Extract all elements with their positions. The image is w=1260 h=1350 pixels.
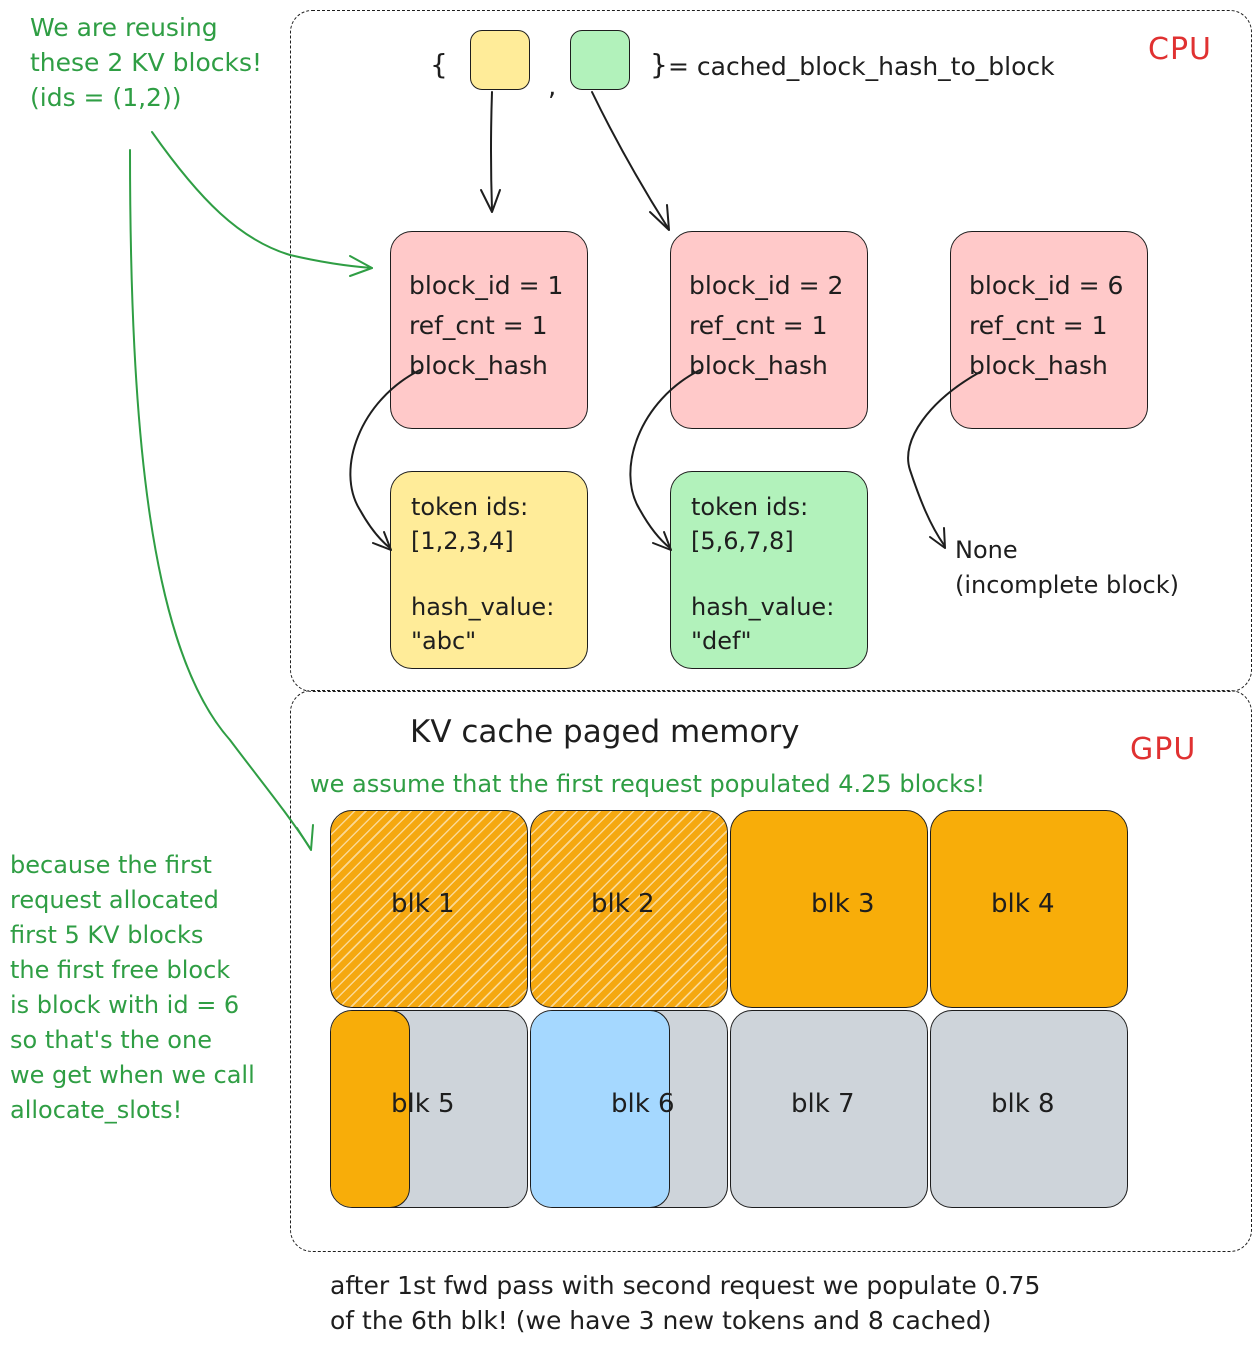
hash-label: hash_value: (691, 593, 835, 621)
reuse-note-line: these 2 KV blocks! (30, 48, 263, 77)
block-fill (331, 1011, 411, 1207)
gpu-region (290, 690, 1252, 1252)
allocation-note-line: is block with id = 6 (10, 991, 240, 1019)
arrow-hash1-to-card (349, 369, 421, 549)
allocation-note-line: allocate_slots! (10, 1096, 183, 1124)
block-id: block_id = 2 (689, 271, 844, 300)
gpu-label: GPU (1130, 732, 1197, 767)
hash-card-abc: token ids: [1,2,3,4] hash_value: "abc" (390, 471, 588, 669)
gpu-block-2: blk 2 (530, 810, 728, 1008)
token-ids: [1,2,3,4] (411, 527, 514, 555)
block-label: blk 2 (591, 889, 655, 919)
token-ids: [5,6,7,8] (691, 527, 794, 555)
gpu-block-4: blk 4 (930, 810, 1128, 1008)
hash-value: "def" (691, 627, 752, 655)
arrow-green-to-block2-head (649, 204, 670, 231)
arrow-reuse-to-gpu-head (296, 824, 314, 851)
allocation-note-line: so that's the one (10, 1026, 212, 1054)
arrow-hash2-to-card (629, 369, 701, 549)
block-label: blk 3 (811, 889, 875, 919)
arrow-reuse-to-block1-head (349, 255, 373, 277)
gpu-block-1: blk 1 (330, 810, 528, 1008)
gpu-assumption-note: we assume that the first request populat… (310, 770, 986, 798)
hash-label: hash_value: (411, 593, 555, 621)
block-label: blk 5 (391, 1089, 455, 1119)
mapping-label: = cached_block_hash_to_block (668, 52, 1055, 81)
gpu-block-8: blk 8 (930, 1010, 1128, 1208)
brace-open: { (430, 48, 448, 81)
none-label: None (955, 536, 1018, 564)
block-label: blk 1 (391, 889, 455, 919)
gpu-block-5: blk 5 (330, 1010, 528, 1208)
block-label: blk 8 (991, 1089, 1055, 1119)
token-label: token ids: (691, 493, 809, 521)
ref-cnt: ref_cnt = 1 (969, 311, 1108, 340)
gpu-title: KV cache paged memory (410, 714, 800, 750)
reuse-note-line: (ids = (1,2)) (30, 83, 182, 112)
gpu-block-7: blk 7 (730, 1010, 928, 1208)
reuse-note: We are reusing these 2 KV blocks! (ids =… (30, 10, 262, 115)
none-note: (incomplete block) (955, 571, 1180, 599)
block-hash: block_hash (409, 351, 548, 380)
token-label: token ids: (411, 493, 529, 521)
arrow-reuse-to-block1 (151, 131, 373, 269)
gpu-block-6: blk 6 (530, 1010, 728, 1208)
arrow-yellow-to-block1 (490, 91, 493, 211)
footer-note-line: of the 6th blk! (we have 3 new tokens an… (330, 1306, 992, 1335)
block-hash: block_hash (689, 351, 828, 380)
arrow-hash6-to-none (907, 371, 981, 546)
swatch-yellow (470, 30, 530, 90)
arrow-yellow-to-block1-head (480, 189, 501, 213)
block-meta-card-6: block_id = 6 ref_cnt = 1 block_hash (950, 231, 1148, 429)
cpu-region (290, 10, 1252, 692)
footer-note: after 1st fwd pass with second request w… (330, 1268, 1040, 1338)
allocation-note-line: first 5 KV blocks (10, 921, 204, 949)
cpu-label: CPU (1148, 32, 1212, 67)
block-label: blk 7 (791, 1089, 855, 1119)
arrow-hash6-to-none-head (929, 527, 946, 549)
reuse-note-line: We are reusing (30, 13, 218, 42)
brace-close: } (650, 48, 668, 81)
arrow-reuse-to-gpu (129, 149, 311, 849)
block-label: blk 6 (611, 1089, 675, 1119)
swatch-green (570, 30, 630, 90)
arrow-green-to-block2 (591, 91, 669, 229)
swatch-comma: , (548, 72, 557, 102)
ref-cnt: ref_cnt = 1 (409, 311, 548, 340)
arrow-hash1-to-card-head (372, 531, 392, 551)
block-meta-card-2: block_id = 2 ref_cnt = 1 block_hash (670, 231, 868, 429)
allocation-note: because the first request allocated firs… (10, 848, 255, 1128)
ref-cnt: ref_cnt = 1 (689, 311, 828, 340)
allocation-note-line: the first free block (10, 956, 231, 984)
hash-value: "abc" (411, 627, 477, 655)
block-meta-card-1: block_id = 1 ref_cnt = 1 block_hash (390, 231, 588, 429)
footer-note-line: after 1st fwd pass with second request w… (330, 1271, 1041, 1300)
hash-card-def: token ids: [5,6,7,8] hash_value: "def" (670, 471, 868, 669)
allocation-note-line: because the first (10, 851, 212, 879)
arrow-hash2-to-card-head (652, 531, 672, 551)
gpu-block-3: blk 3 (730, 810, 928, 1008)
allocation-note-line: request allocated (10, 886, 219, 914)
block-fill (531, 1011, 670, 1207)
block-id: block_id = 1 (409, 271, 564, 300)
block-hash: block_hash (969, 351, 1108, 380)
allocation-note-line: we get when we call (10, 1061, 255, 1089)
block-label: blk 4 (991, 889, 1055, 919)
block-id: block_id = 6 (969, 271, 1124, 300)
